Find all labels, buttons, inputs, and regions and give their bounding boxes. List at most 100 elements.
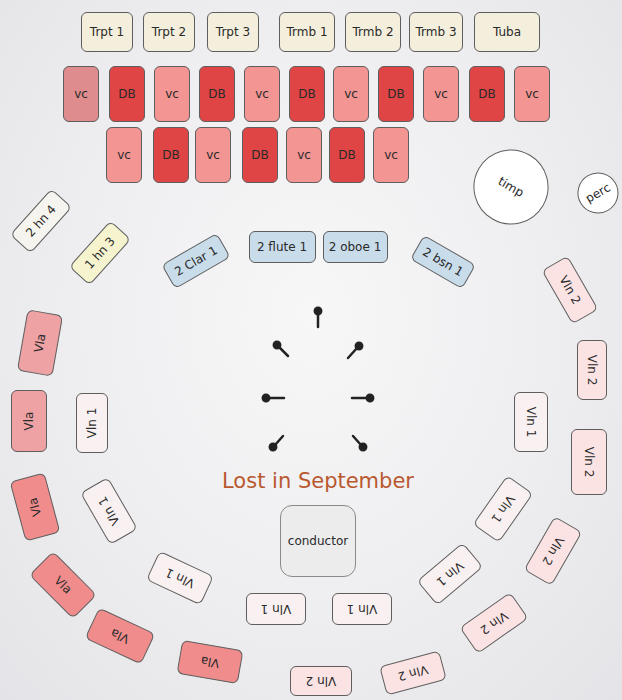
instrument-label: Vln 1 — [488, 492, 517, 525]
instrument-label: Vln 1 — [524, 407, 538, 438]
instrument-label: Tuba — [493, 25, 521, 39]
clock-dot — [263, 395, 269, 401]
instrument-label: Vln 1 — [347, 602, 378, 616]
instrument-label: vc — [297, 148, 311, 162]
seat-box: Vln 1 — [332, 593, 392, 625]
instrument-label: DB — [387, 87, 404, 101]
instrument-label: 2 bsn 1 — [420, 245, 466, 280]
instrument-label: Vln 1 — [434, 559, 467, 590]
instrument-label: Vla — [26, 496, 45, 518]
instrument-label: Trmb 1 — [286, 25, 327, 39]
instrument-label: Vln 1 — [163, 565, 197, 591]
seat-box: Vln 1 — [146, 551, 214, 605]
seat-box: DB — [242, 127, 278, 183]
clock-dot — [315, 308, 321, 314]
instrument-label: vc — [255, 87, 269, 101]
instrument-label: Vln 2 — [556, 273, 584, 307]
instrument-label: DB — [208, 87, 225, 101]
instrument-label: DB — [478, 87, 495, 101]
instrument-label: vc — [434, 87, 448, 101]
seat-box: vc — [286, 127, 322, 183]
seat-box: DB — [378, 66, 414, 122]
instrument-label: DB — [118, 87, 135, 101]
seat-box: DB — [469, 66, 505, 122]
seat-box: DB — [329, 127, 365, 183]
clock-dot — [270, 444, 276, 450]
instrument-circle: timp — [459, 135, 563, 239]
instrument-label: DB — [298, 87, 315, 101]
seat-box: vc — [514, 66, 550, 122]
clock-spoke — [275, 436, 283, 445]
clock-dot — [360, 444, 366, 450]
seat-box: conductor — [280, 505, 356, 577]
seat-box: Vln 2 — [571, 429, 607, 495]
seat-box: Trpt 1 — [81, 12, 133, 52]
seat-box: Vln 2 — [577, 340, 607, 400]
seat-box: Vla — [11, 390, 47, 452]
chart-title: Lost in September — [222, 469, 414, 493]
seat-box: Trpt 2 — [143, 12, 195, 52]
instrument-label: Vln 2 — [306, 674, 337, 688]
instrument-label: Vln 2 — [396, 662, 429, 684]
seat-box: Tuba — [474, 12, 540, 52]
circle-outline — [460, 136, 561, 237]
instrument-label: Trpt 2 — [152, 25, 186, 39]
seat-box: Vla — [10, 472, 61, 541]
instrument-circle: perc — [569, 164, 622, 221]
seat-box: Trmb 3 — [409, 12, 463, 52]
seat-box: Vla — [85, 607, 156, 664]
seat-box: vc — [63, 66, 99, 122]
seat-box: vc — [333, 66, 369, 122]
instrument-label: Trpt 1 — [90, 25, 124, 39]
seat-box: Vln 1 — [80, 477, 138, 545]
seat-box: DB — [153, 127, 189, 183]
seat-box: Vln 1 — [76, 393, 108, 453]
seat-box: Vla — [17, 309, 63, 376]
instrument-label: vc — [525, 87, 539, 101]
instrument-label: Vln 2 — [539, 534, 567, 568]
seat-box: DB — [199, 66, 235, 122]
seat-box: Vln 1 — [514, 392, 548, 452]
seat-box: vc — [154, 66, 190, 122]
instrument-label: Vln 1 — [261, 602, 292, 616]
clock-spoke — [348, 348, 357, 358]
seat-box: Trmb 1 — [279, 12, 335, 52]
clock-dot — [274, 342, 280, 348]
seat-box: vc — [373, 127, 409, 183]
seat-box: Vln 2 — [290, 666, 352, 696]
instrument-label: Vln 1 — [95, 494, 123, 528]
instrument-label: 1 hn 3 — [82, 234, 118, 272]
seat-box: 2 Clar 1 — [161, 233, 230, 289]
clock-dot — [367, 395, 373, 401]
instrument-label: Vla — [199, 653, 220, 670]
seat-box: 2 oboe 1 — [323, 231, 388, 263]
seat-box: vc — [423, 66, 459, 122]
seat-box: Vln 1 — [473, 475, 534, 543]
instrument-label: vc — [74, 87, 88, 101]
seat-box: Vln 2 — [542, 256, 599, 325]
instrument-label: Vla — [108, 625, 131, 646]
seat-box: Vln 2 — [459, 592, 528, 654]
instrument-label: Vln 2 — [585, 355, 599, 386]
clock-spoke — [353, 436, 361, 445]
instrument-label: 2 hn 4 — [23, 202, 59, 240]
instrument-label: Trmb 3 — [415, 25, 456, 39]
seat-box: Trmb 2 — [345, 12, 401, 52]
seat-box: vc — [195, 127, 231, 183]
seat-box: DB — [289, 66, 325, 122]
seat-box: vc — [244, 66, 280, 122]
instrument-label: Vln 2 — [477, 608, 510, 637]
seat-box: Vln 2 — [379, 650, 447, 695]
seat-box: 1 hn 3 — [69, 221, 131, 286]
instrument-label: vc — [165, 87, 179, 101]
seat-box: 2 hn 4 — [10, 189, 72, 254]
instrument-label: vc — [206, 148, 220, 162]
instrument-label: Vln 1 — [85, 408, 99, 439]
seat-box: Vla — [177, 640, 244, 684]
seat-box: 2 flute 1 — [249, 231, 316, 263]
instrument-label: Vln 2 — [582, 447, 596, 478]
instrument-label: 2 oboe 1 — [329, 240, 382, 254]
instrument-label: Trmb 2 — [352, 25, 393, 39]
seat-box: vc — [106, 127, 142, 183]
instrument-label: DB — [338, 148, 355, 162]
